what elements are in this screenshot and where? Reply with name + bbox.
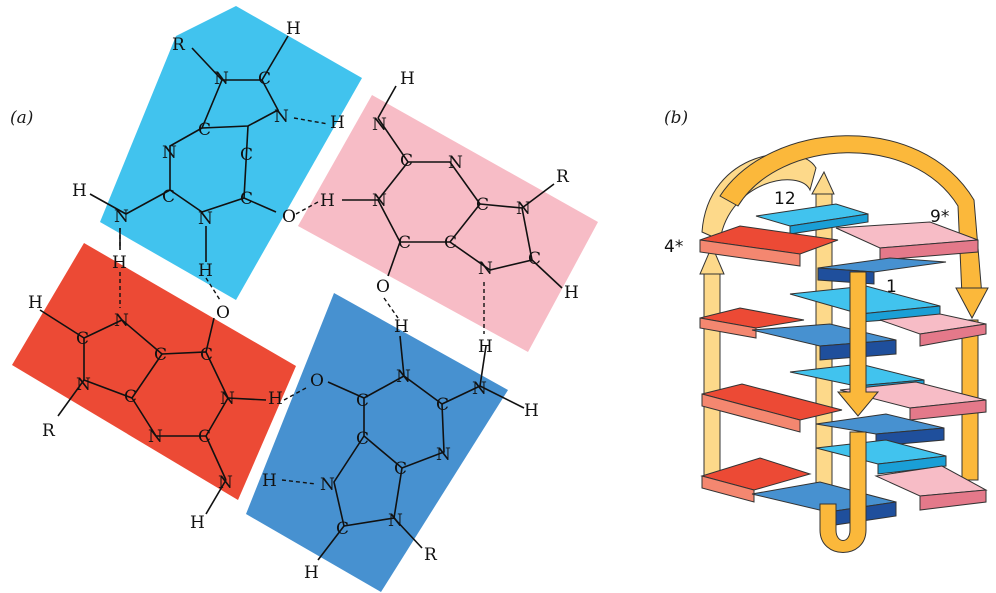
atom-h: H [330, 113, 345, 133]
atom-h: H [478, 337, 493, 357]
atom-n: N [320, 475, 335, 495]
atom-h: H [112, 253, 127, 273]
atom-c: C [400, 151, 413, 171]
atom-n: N [478, 259, 493, 279]
guanine-blue: H N O C C H N H C N C N N C R H [304, 317, 539, 583]
atom-c: C [258, 69, 271, 89]
ribbon-bottom-loop [819, 431, 867, 553]
atom-r: R [42, 421, 56, 441]
atom-c: C [240, 145, 253, 165]
atom-c: C [528, 249, 541, 269]
ribbon-left-front [703, 269, 721, 479]
panel-label-b: (b) [664, 108, 688, 128]
atom-n: N [472, 379, 487, 399]
guanine-blue-background [246, 293, 508, 592]
atom-c: C [336, 519, 349, 539]
atom-c: C [356, 429, 369, 449]
atom-c: C [76, 329, 89, 349]
quadruplex-stack-diagram: 12 9* 4* 1 [664, 135, 989, 553]
atom-r: R [556, 167, 570, 187]
atom-n: N [388, 511, 403, 531]
atom-n: N [114, 207, 129, 227]
guanine-cyan: R H N C N C C N C N C O N H H H [72, 19, 301, 281]
atom-n: N [218, 473, 233, 493]
atom-h: H [28, 293, 43, 313]
atom-c: C [198, 427, 211, 447]
atom-c: C [240, 189, 253, 209]
atom-n: N [436, 445, 451, 465]
strand-label-4star: 4* [664, 237, 683, 257]
atom-c: C [444, 233, 457, 253]
strand-label-1: 1 [886, 277, 897, 297]
ribbon-arrowhead-top [811, 170, 835, 195]
atom-h: H [320, 191, 335, 211]
atom-c: C [124, 387, 137, 407]
g-quartet-diagram: R H N C N C C N C N C O N H H H H [12, 6, 598, 592]
atom-h: H [394, 317, 409, 337]
atom-n: N [76, 375, 91, 395]
guanine-pink-background [298, 95, 598, 352]
atom-c: C [154, 345, 167, 365]
stack-tier-2 [699, 285, 987, 361]
panel-label-a: (a) [10, 108, 33, 128]
atom-h: H [268, 389, 283, 409]
atom-h: H [524, 401, 539, 421]
stack-tier-4 [700, 439, 988, 527]
atom-o: O [310, 371, 324, 391]
guanine-pink: H N H C N C N R C H N C C N H O [320, 69, 579, 303]
atom-h: H [286, 19, 301, 39]
guanine-red: H N O C C C N C N H R N C N H H [28, 293, 283, 533]
strand-label-12: 12 [774, 189, 796, 209]
guanine-red-background [12, 243, 296, 500]
atom-o: O [282, 207, 296, 227]
atom-n: N [372, 191, 387, 211]
guanine-cyan-background [100, 6, 362, 300]
atom-c: C [198, 120, 211, 140]
ribbon-arrowhead-right [955, 287, 989, 320]
atom-n: N [448, 153, 463, 173]
ribbon-arrowhead-left [699, 244, 725, 275]
atom-n: N [148, 427, 163, 447]
atom-n: N [214, 69, 229, 89]
atom-h: H [304, 563, 319, 583]
atom-n: N [198, 209, 213, 229]
atom-n: N [274, 107, 289, 127]
atom-c: C [162, 187, 175, 207]
atom-n: N [396, 367, 411, 387]
atom-r: R [424, 545, 438, 565]
atom-h: H [400, 69, 415, 89]
strand-label-9star: 9* [930, 207, 949, 227]
atom-n: N [162, 143, 177, 163]
atom-c: C [436, 395, 449, 415]
atom-r: R [172, 35, 186, 55]
ribbon-front-center [836, 271, 880, 417]
atom-n: N [220, 389, 235, 409]
atom-h: H [190, 513, 205, 533]
atom-c: C [200, 345, 213, 365]
atom-o: O [376, 277, 390, 297]
atom-c: C [394, 459, 407, 479]
atom-h: H [564, 283, 579, 303]
atom-n: N [516, 199, 531, 219]
atom-h: H [198, 261, 213, 281]
atom-n: N [372, 115, 387, 135]
hydrogen-bonds [119, 117, 485, 485]
atom-c: C [476, 195, 489, 215]
atom-o: O [216, 303, 230, 323]
atom-c: C [356, 391, 369, 411]
atom-n: N [114, 311, 129, 331]
atom-h: H [72, 181, 87, 201]
stack-tier-3 [701, 363, 987, 447]
atom-c: C [398, 233, 411, 253]
atom-h: H [262, 471, 277, 491]
